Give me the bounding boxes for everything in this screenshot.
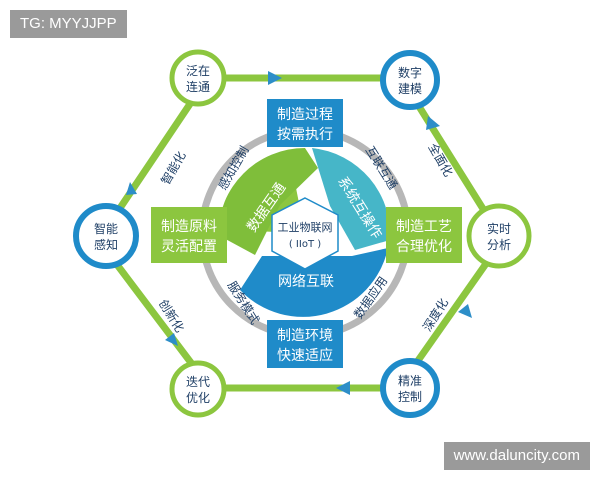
box-top bbox=[267, 99, 343, 147]
segment-label-network: 网络互联 bbox=[278, 274, 334, 290]
watermark-bottom: www.daluncity.com bbox=[443, 442, 590, 470]
node-top-right bbox=[380, 50, 440, 110]
edge-lower-right bbox=[406, 254, 494, 376]
node-bottom-left bbox=[169, 360, 227, 418]
box-bottom bbox=[267, 320, 343, 368]
node-bottom-right-line1: 精准 bbox=[398, 374, 422, 388]
box-top-line2: 按需执行 bbox=[277, 127, 333, 143]
edge-label-upper-left: 智能化 bbox=[158, 148, 189, 187]
edge-upper-right bbox=[406, 88, 494, 224]
arrow-upper-left bbox=[126, 182, 137, 195]
box-left-line1: 制造原料 bbox=[161, 219, 217, 235]
box-right bbox=[386, 207, 462, 263]
box-left bbox=[151, 207, 227, 263]
node-top-left bbox=[169, 49, 227, 107]
edge-label-lower-left: 创新化 bbox=[156, 296, 188, 334]
watermark-top: TG: MYYJJPP bbox=[10, 10, 127, 38]
box-left-line2: 灵活配置 bbox=[161, 239, 217, 255]
node-bottom-left-line1: 迭代 bbox=[186, 375, 210, 389]
center-title: 工业物联网 bbox=[278, 220, 333, 234]
node-right bbox=[466, 203, 532, 269]
node-right-line1: 实时 bbox=[487, 221, 511, 236]
node-bottom-left-line2: 优化 bbox=[186, 391, 210, 405]
node-left-line2: 感知 bbox=[94, 237, 118, 252]
node-right-line2: 分析 bbox=[487, 238, 511, 252]
node-bottom-right bbox=[380, 358, 440, 418]
center-hexagon bbox=[271, 197, 339, 270]
arrow-upper-right bbox=[426, 116, 440, 130]
node-left-line1: 智能 bbox=[94, 221, 118, 236]
box-right-line1: 制造工艺 bbox=[396, 219, 452, 235]
edge-lower-left bbox=[108, 254, 202, 376]
segment-teal bbox=[312, 148, 391, 250]
node-top-right-line1: 数字 bbox=[398, 65, 422, 80]
node-left bbox=[73, 203, 139, 269]
segment-blue bbox=[240, 248, 388, 317]
box-right-line2: 合理优化 bbox=[396, 239, 452, 255]
arrow-top bbox=[268, 71, 282, 85]
box-bottom-line1: 制造环境 bbox=[277, 328, 333, 344]
node-top-right-line2: 建模 bbox=[398, 82, 422, 96]
arrow-lower-left bbox=[165, 333, 178, 346]
arrow-lower-right bbox=[458, 304, 472, 318]
node-top-left-line1: 泛在 bbox=[186, 64, 210, 78]
box-bottom-line2: 快速适应 bbox=[277, 347, 333, 364]
edge-upper-left bbox=[108, 88, 202, 224]
segment-green-body bbox=[218, 148, 318, 255]
node-bottom-right-line2: 控制 bbox=[398, 390, 422, 404]
arrow-bottom bbox=[336, 381, 350, 395]
center-subtitle: ( IIoT ) bbox=[289, 239, 321, 250]
node-top-left-line2: 连通 bbox=[186, 79, 210, 94]
box-top-line1: 制造过程 bbox=[277, 107, 333, 123]
